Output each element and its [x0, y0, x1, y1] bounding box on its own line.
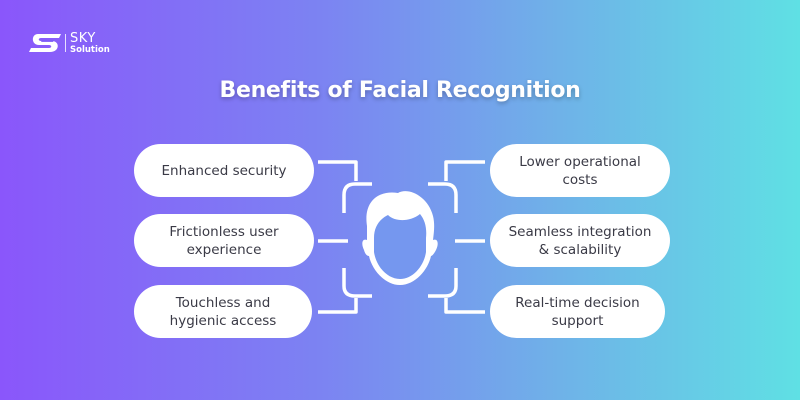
benefit-text-line1: Seamless integration: [508, 223, 652, 240]
benefit-text-line1: Frictionless user: [169, 223, 279, 240]
benefit-frictionless-experience: Frictionless user experience: [134, 214, 314, 267]
brand-logo: SKY Solution: [28, 32, 110, 55]
benefit-text-line2: costs: [562, 171, 598, 188]
connector-right-top: [444, 160, 485, 181]
benefit-text-line2: & scalability: [538, 241, 622, 258]
benefit-realtime-decision: Real-time decision support: [490, 285, 665, 338]
connector-right-bottom: [444, 298, 485, 314]
logo-brand-top: SKY: [70, 31, 96, 46]
bracket-bottom-left: [342, 268, 372, 298]
bracket-bottom-right: [428, 268, 458, 298]
benefit-text-line2: hygienic access: [169, 312, 277, 329]
benefit-text: Enhanced security: [161, 162, 287, 179]
benefit-text-line2: support: [551, 312, 604, 329]
benefit-touchless-access: Touchless and hygienic access: [134, 285, 312, 338]
benefit-seamless-integration: Seamless integration & scalability: [490, 214, 670, 267]
benefit-text-line2: experience: [186, 241, 262, 258]
logo-divider: [65, 34, 66, 53]
page-title: Benefits of Facial Recognition: [219, 78, 581, 103]
benefit-lower-costs: Lower operational costs: [490, 144, 670, 197]
connector-left-bottom: [318, 298, 358, 314]
benefit-text-line1: Lower operational: [519, 153, 641, 170]
s-logo-icon: [29, 34, 61, 53]
connector-left-top: [318, 160, 358, 181]
bracket-top-right: [428, 182, 458, 213]
logo-text: SKY Solution: [70, 32, 110, 55]
benefit-text-line1: Touchless and: [175, 294, 271, 311]
bracket-top-left: [342, 182, 372, 213]
logo-brand-bottom: Solution: [70, 45, 110, 55]
benefit-text-line1: Real-time decision: [515, 294, 640, 311]
benefit-enhanced-security: Enhanced security: [134, 144, 314, 197]
face-icon: [362, 191, 438, 285]
